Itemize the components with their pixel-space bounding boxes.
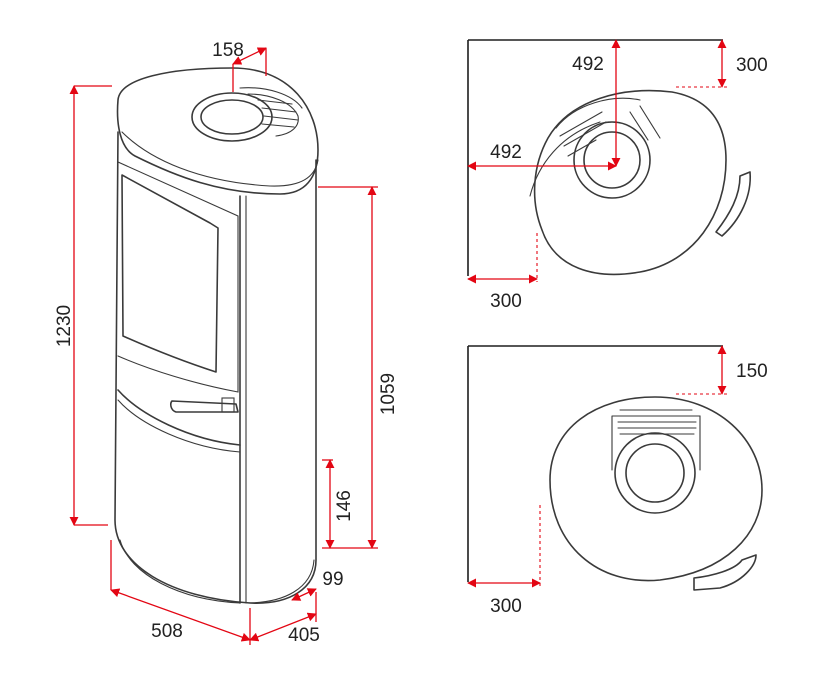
stove-front-view xyxy=(114,67,319,604)
stove-top-corner xyxy=(533,89,727,276)
dim-depth: 405 xyxy=(288,625,320,646)
door-handle-icon xyxy=(170,400,239,413)
front-dimensions: 1230 1059 146 158 508 405 99 xyxy=(54,40,399,646)
dim-corner-clearance-side: 300 xyxy=(490,291,522,312)
dim-height-total: 1230 xyxy=(54,305,75,347)
dim-depth-offset: 99 xyxy=(322,569,343,590)
dim-corner-side-b: 492 xyxy=(490,142,522,163)
dim-height-flue: 1059 xyxy=(378,373,399,415)
wall-installation-view: 150 300 xyxy=(467,345,768,617)
dim-corner-clearance-back: 300 xyxy=(736,55,768,76)
glass-door xyxy=(121,174,219,373)
corner-installation-view: 300 492 492 300 xyxy=(467,39,768,312)
dim-height-air-inlet: 146 xyxy=(334,490,355,522)
dim-wall-clearance-back: 150 xyxy=(736,361,768,382)
stove-top-wall xyxy=(549,396,763,582)
wall-lines xyxy=(467,345,723,582)
stove-top-cap xyxy=(116,67,319,195)
corner-walls xyxy=(467,39,723,276)
handle-corner-icon xyxy=(715,171,751,237)
dim-width: 508 xyxy=(151,621,183,642)
dim-flue-diameter: 158 xyxy=(212,40,244,61)
handle-wall-icon xyxy=(693,554,757,591)
dim-corner-side-a: 492 xyxy=(572,54,604,75)
flue-outlet-wall xyxy=(614,432,696,514)
dim-wall-clearance-side: 300 xyxy=(490,596,522,617)
